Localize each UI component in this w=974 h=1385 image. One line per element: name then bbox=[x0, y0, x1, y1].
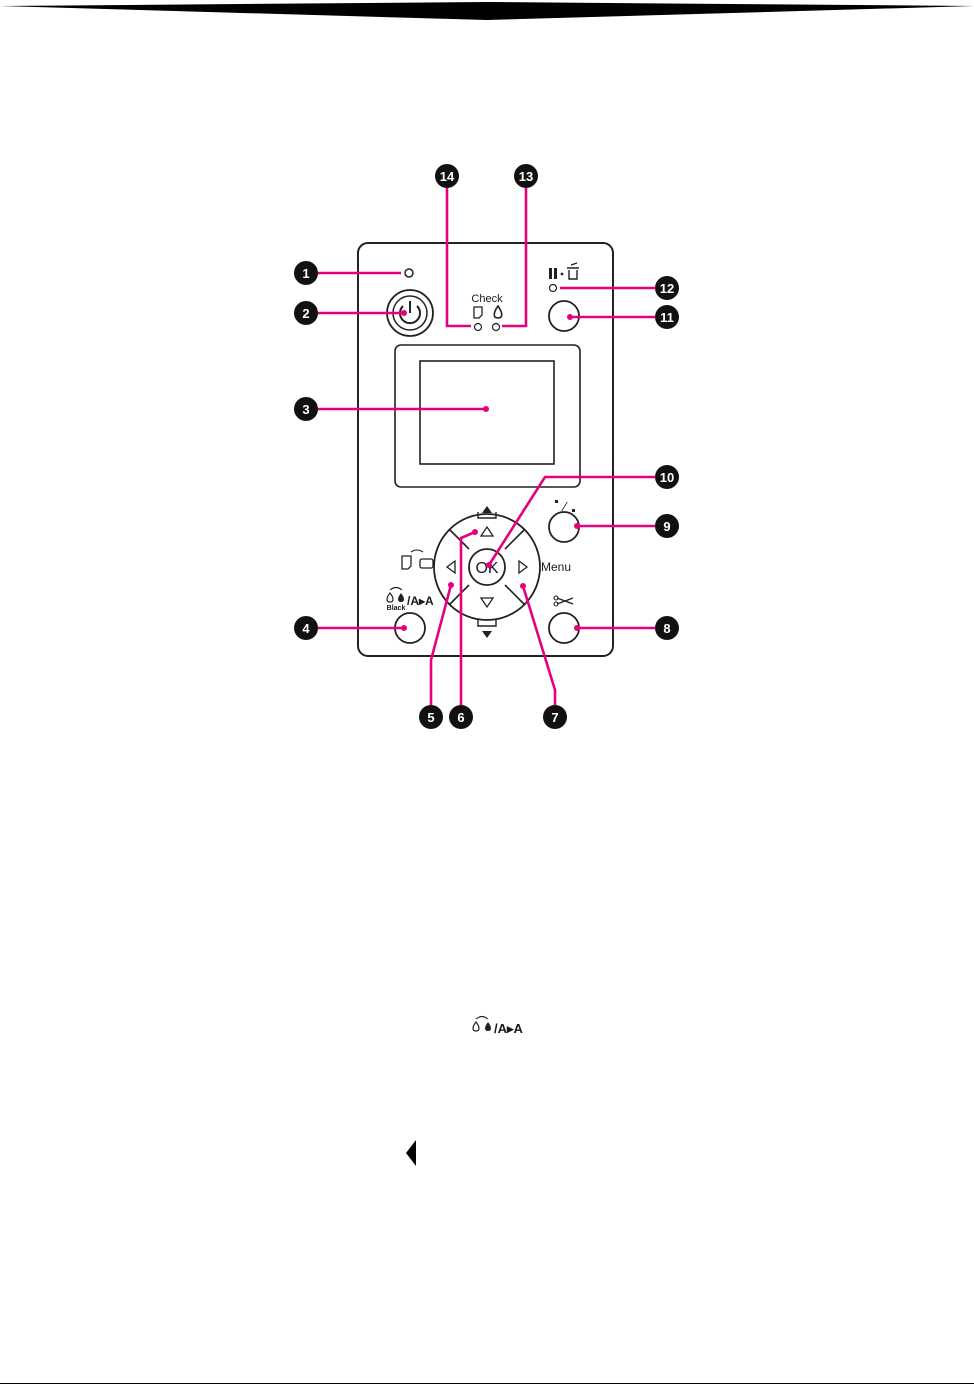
svg-text:OK: OK bbox=[475, 560, 498, 577]
ink-switch-label: /A▸A bbox=[407, 594, 434, 608]
ink-switch-inline-symbol: /A▸A bbox=[470, 1012, 550, 1038]
callout-14: 14 bbox=[435, 164, 459, 188]
svg-text:9: 9 bbox=[663, 519, 670, 534]
svg-text:2: 2 bbox=[302, 306, 309, 321]
svg-text:14: 14 bbox=[440, 169, 455, 184]
svg-text:6: 6 bbox=[457, 710, 464, 725]
callout-1: 1 bbox=[294, 261, 318, 285]
svg-text:3: 3 bbox=[302, 402, 309, 417]
callout-9: 9 bbox=[655, 514, 679, 538]
menu-label: Menu bbox=[541, 560, 571, 574]
svg-text:1: 1 bbox=[302, 266, 309, 281]
svg-text:12: 12 bbox=[660, 281, 674, 296]
svg-text:10: 10 bbox=[660, 470, 674, 485]
callout-12: 12 bbox=[655, 276, 679, 300]
callout-13: 13 bbox=[514, 164, 538, 188]
black-label: Black bbox=[387, 605, 406, 612]
callout-5: 5 bbox=[419, 705, 443, 729]
lcd-screen bbox=[420, 361, 554, 464]
svg-text:5: 5 bbox=[427, 710, 434, 725]
control-panel-diagram: Check ⁄ OK Menu bbox=[0, 0, 974, 760]
callout-3: 3 bbox=[294, 397, 318, 421]
callout-6: 6 bbox=[449, 705, 473, 729]
svg-text:8: 8 bbox=[663, 621, 670, 636]
svg-text:/A▸A: /A▸A bbox=[494, 1021, 524, 1036]
callout-11: 11 bbox=[655, 305, 679, 329]
svg-text:13: 13 bbox=[519, 169, 533, 184]
check-label: Check bbox=[471, 293, 503, 305]
callout-10: 10 bbox=[655, 465, 679, 489]
svg-text:7: 7 bbox=[551, 710, 558, 725]
footer-rule bbox=[0, 1383, 974, 1384]
callout-7: 7 bbox=[543, 705, 567, 729]
callout-2: 2 bbox=[294, 301, 318, 325]
left-arrow-icon bbox=[404, 1138, 418, 1168]
callout-8: 8 bbox=[655, 616, 679, 640]
svg-text:11: 11 bbox=[660, 310, 674, 325]
callout-4: 4 bbox=[294, 616, 318, 640]
svg-text:4: 4 bbox=[302, 621, 310, 636]
